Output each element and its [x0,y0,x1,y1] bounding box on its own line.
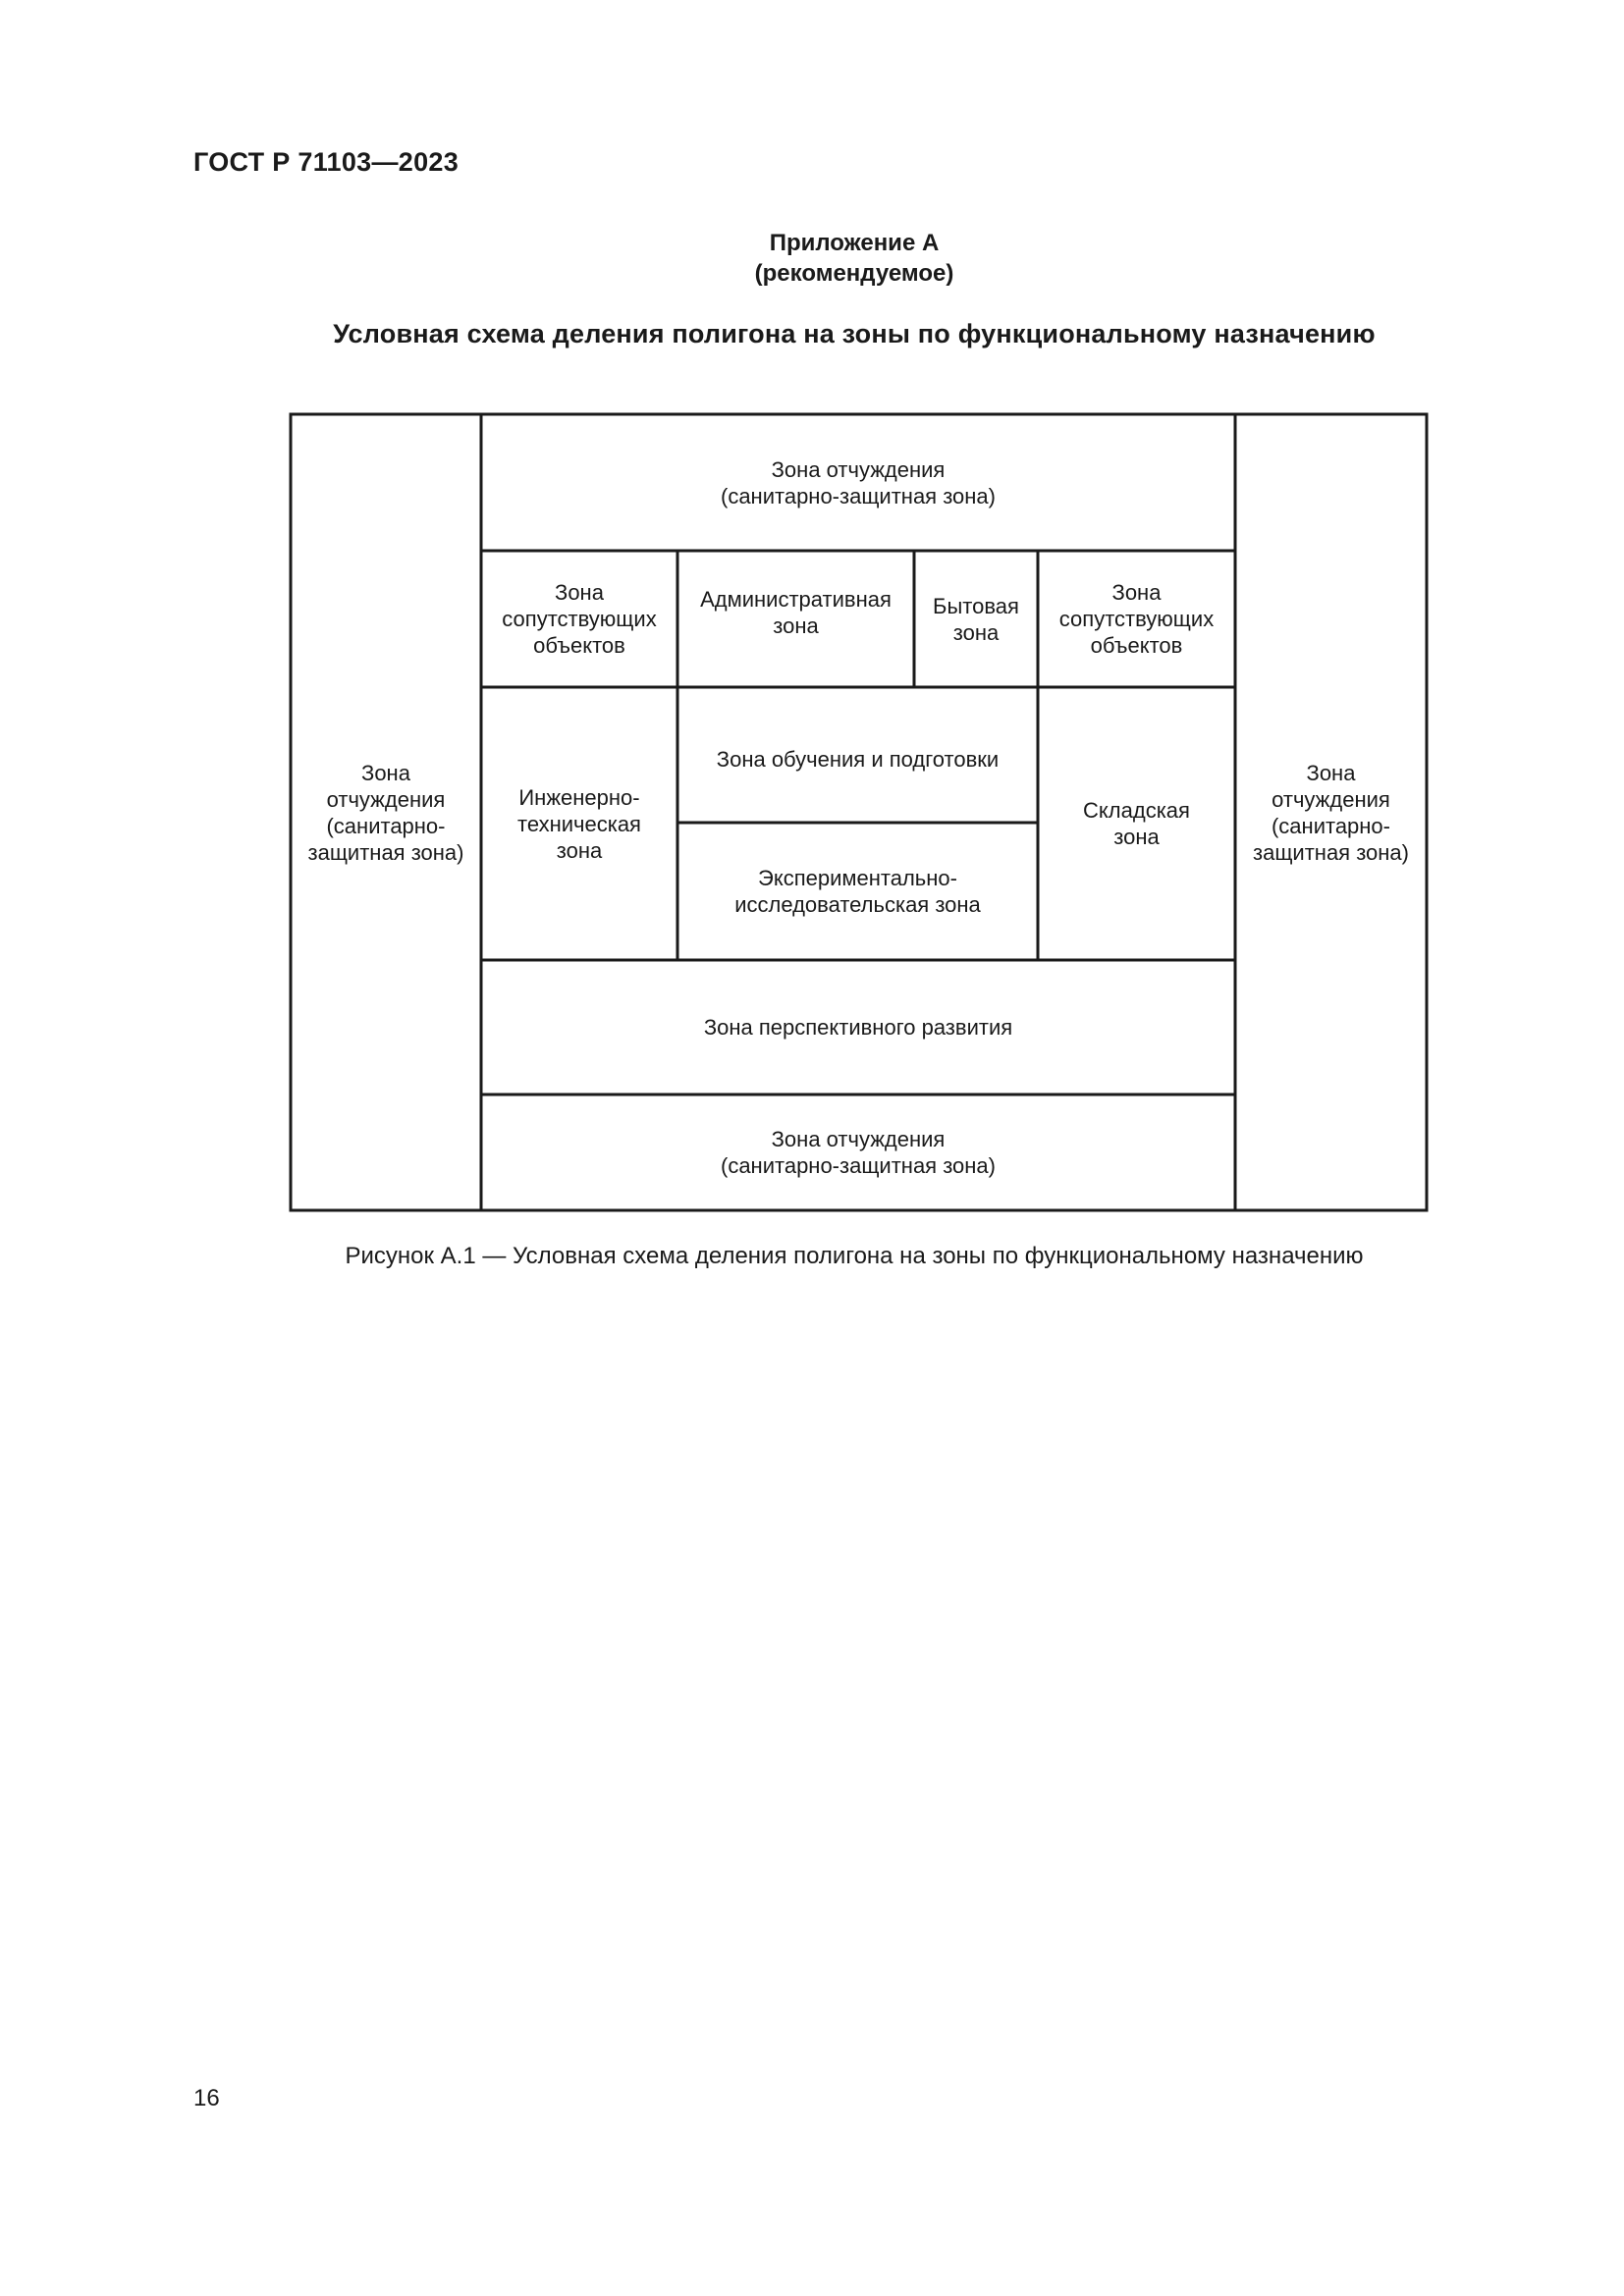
training-zone-label: Зона обучения и подготовки [716,747,1000,772]
support-zone-left-label: Зона сопутствующих объектов [502,580,657,658]
support-zone-right-label: Зона сопутствующих объектов [1058,580,1215,658]
storage-zone: Складская зона [1038,687,1235,960]
bottom-exclusion-zone: Зона отчуждения (санитарно-защитная зона… [481,1095,1235,1210]
right-exclusion-zone: Зона отчуждения (санитарно- защитная зон… [1235,414,1427,1210]
support-zone-right: Зона сопутствующих объектов [1038,551,1235,687]
engineering-zone-label: Инженерно- техническая зона [517,784,641,863]
figure-caption: Рисунок А.1 — Условная схема деления пол… [345,1243,1364,1269]
research-zone-label: Экспериментально- исследовательская зона [734,866,981,917]
top-exclusion-zone-label: Зона отчуждения (санитарно-защитная зона… [721,456,996,508]
household-zone-label: Бытовая зона [933,593,1019,645]
left-exclusion-zone: Зона отчуждения (санитарно- защитная зон… [291,414,481,1210]
right-exclusion-zone-label: Зона отчуждения (санитарно- защитная зон… [1253,760,1409,865]
development-zone: Зона перспективного развития [481,960,1235,1095]
document-header: ГОСТ Р 71103—2023 [193,147,460,177]
left-exclusion-zone-label: Зона отчуждения (санитарно- защитная зон… [307,760,464,865]
appendix-title: Приложение А [769,230,940,256]
section-title: Условная схема деления полигона на зоны … [333,319,1376,348]
top-exclusion-zone: Зона отчуждения (санитарно-защитная зона… [481,414,1235,551]
appendix-heading: Приложение А (рекомендуемое) [0,228,1624,289]
admin-zone-label: Административная зона [700,587,892,638]
engineering-zone: Инженерно- техническая зона [481,687,677,960]
research-zone: Экспериментально- исследовательская зона [677,823,1038,960]
bottom-exclusion-zone-label: Зона отчуждения (санитарно-защитная зона… [721,1127,996,1178]
appendix-status: (рекомендуемое) [754,260,954,287]
household-zone: Бытовая зона [914,551,1038,687]
support-zone-left: Зона сопутствующих объектов [481,551,677,687]
storage-zone-label: Складская зона [1083,798,1190,849]
diagram-outer-border [289,412,1429,1212]
admin-zone: Административная зона [677,551,914,687]
training-zone: Зона обучения и подготовки [677,687,1038,823]
page-number: 16 [193,2085,220,2111]
development-zone-label: Зона перспективного развития [703,1015,1013,1040]
